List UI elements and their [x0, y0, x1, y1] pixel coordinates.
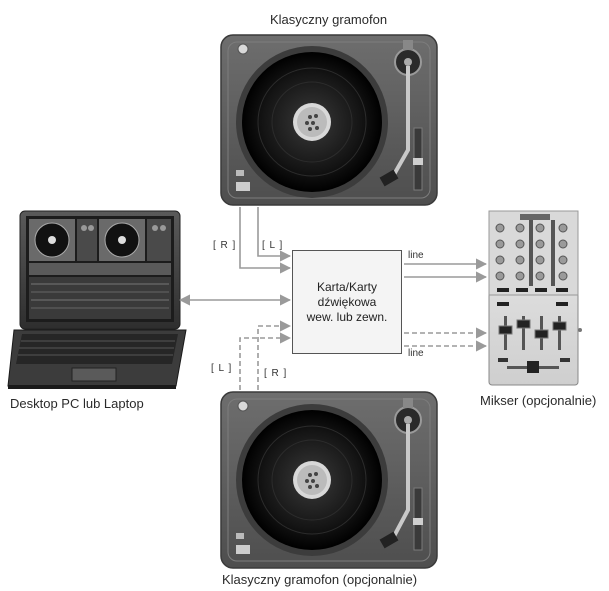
turntable-top-label: Klasyczny gramofon [270, 12, 388, 27]
channel-top-r: [ R ] [213, 240, 237, 251]
wire-bottom-r [257, 320, 292, 390]
wire-top-l [257, 207, 292, 262]
wire-top-r [239, 207, 292, 274]
channel-bottom-r: [ R ] [264, 368, 288, 379]
mixer [488, 210, 582, 386]
laptop [7, 210, 187, 389]
computer-label: Desktop PC lub Laptop [10, 396, 144, 411]
sound-card-box: Karta/Karty dźwiękowa wew. lub zewn. [292, 250, 402, 354]
sound-card-line2: dźwiękowa [317, 294, 377, 309]
wire-bottom-l [239, 332, 292, 390]
line-bottom-label: line [408, 348, 424, 359]
channel-bottom-l: [ L ] [211, 363, 233, 374]
channel-top-l: [ L ] [262, 240, 284, 251]
turntable-top [220, 34, 438, 206]
connections [178, 207, 488, 390]
turntable-bottom-label: Klasyczny gramofon (opcjonalnie) [222, 572, 418, 587]
sound-card-line3: wew. lub zewn. [306, 309, 388, 324]
turntable-bottom [220, 391, 438, 569]
line-top-label: line [408, 250, 424, 261]
sound-card-line1: Karta/Karty [316, 279, 378, 294]
mixer-label: Mikser (opcjonalnie) [480, 393, 597, 408]
